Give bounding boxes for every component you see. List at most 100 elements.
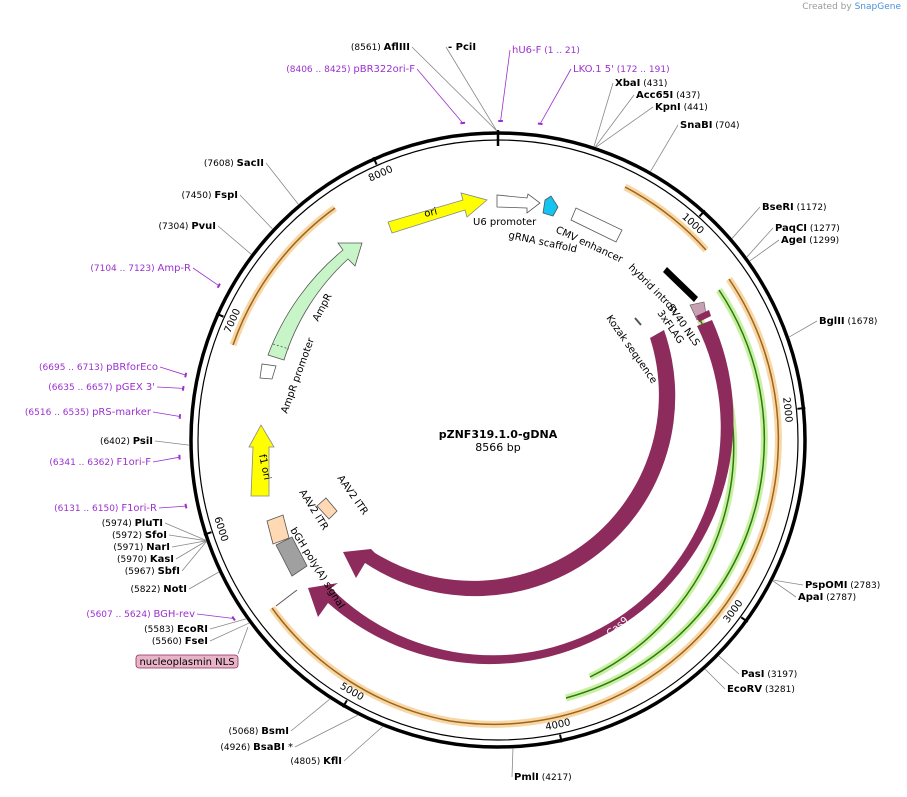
nucleoplasmin-nls-label: nucleoplasmin NLS bbox=[139, 657, 234, 668]
primer-range: (6131 .. 6150) bbox=[54, 504, 121, 514]
site-name: AgeI bbox=[781, 235, 806, 246]
site-position: (3197) bbox=[764, 670, 797, 680]
site-position: (5971) bbox=[113, 543, 146, 553]
primer-label[interactable]: (7104 .. 7123) Amp-R bbox=[90, 263, 191, 274]
restriction-site-label[interactable]: (5822) NotI bbox=[130, 584, 187, 595]
site-name: NotI bbox=[163, 584, 187, 595]
primer-name: pGEX 3' bbox=[115, 382, 155, 393]
restriction-site-label[interactable]: (5974) PluTI bbox=[102, 518, 163, 529]
site-name: KasI bbox=[150, 554, 174, 565]
site-name: BseRI bbox=[762, 202, 794, 213]
cmv-enhancer-box bbox=[570, 207, 623, 243]
site-name: PaqCI bbox=[775, 223, 807, 234]
restriction-site-label[interactable]: PasI (3197) bbox=[741, 669, 797, 680]
restriction-site-label[interactable]: (5967) SbfI bbox=[125, 566, 180, 577]
restriction-site-label[interactable]: (5970) KasI bbox=[117, 554, 174, 565]
restriction-site-label[interactable]: KpnI (441) bbox=[655, 102, 708, 113]
restriction-site-label[interactable]: XbaI (431) bbox=[615, 78, 667, 89]
primer-name: pBRforEco bbox=[106, 362, 158, 373]
primer-binding-mark bbox=[460, 121, 466, 125]
restriction-site-label[interactable]: EcoRV (3281) bbox=[727, 684, 795, 695]
restriction-site-label[interactable]: (5583) EcoRI bbox=[144, 624, 208, 635]
restriction-site-label[interactable]: AgeI (1299) bbox=[781, 235, 839, 246]
restriction-site-label[interactable]: BseRI (1172) bbox=[762, 202, 827, 213]
site-name: XbaI bbox=[615, 78, 640, 89]
primer-label[interactable]: (6516 .. 6535) pRS-marker bbox=[25, 407, 152, 418]
primer-label[interactable]: (6341 .. 6362) F1ori-F bbox=[49, 457, 151, 468]
u6-promoter-label: U6 promoter bbox=[473, 217, 537, 228]
restriction-site-label[interactable]: (8561) AflIII bbox=[351, 42, 410, 53]
site-leader-line bbox=[718, 655, 740, 675]
primer-label[interactable]: (5607 .. 5624) BGH-rev bbox=[86, 609, 195, 620]
primer-binding-mark bbox=[231, 615, 236, 621]
primer-leader-line bbox=[196, 613, 234, 619]
primer-leader-line bbox=[152, 456, 180, 463]
primer-label[interactable]: (6131 .. 6150) F1ori-R bbox=[54, 503, 157, 514]
restriction-site-label[interactable]: (7304) PvuI bbox=[159, 221, 216, 232]
site-name: EcoRV bbox=[727, 684, 762, 695]
restriction-site-label[interactable]: PaqCI (1277) bbox=[775, 223, 840, 234]
restriction-site-label[interactable]: (7608) SacII bbox=[204, 158, 264, 169]
primer-label[interactable]: (6635 .. 6657) pGEX 3' bbox=[48, 382, 155, 393]
site-name: Acc65I bbox=[636, 90, 673, 101]
site-leader-line bbox=[171, 540, 207, 548]
primer-label[interactable]: (8406 .. 8425) pBR322ori-F bbox=[286, 64, 415, 75]
3xflag-bar bbox=[696, 310, 711, 322]
scale-tick bbox=[342, 699, 348, 708]
restriction-site-label[interactable]: Acc65I (437) bbox=[636, 90, 700, 101]
snapgene-credit: Created by SnapGene bbox=[802, 2, 901, 12]
restriction-site-label[interactable]: (5971) NarI bbox=[113, 542, 170, 553]
scale-tick bbox=[559, 734, 563, 743]
site-name: BsaBI bbox=[253, 742, 285, 753]
bgh-pointer-line bbox=[275, 589, 298, 607]
primer-label[interactable]: (6695 .. 6713) pBRforEco bbox=[39, 362, 158, 373]
ampr-arrow bbox=[267, 242, 363, 361]
site-leader-line bbox=[593, 82, 614, 147]
site-leader-line bbox=[209, 622, 250, 642]
site-position: (5974) bbox=[102, 519, 135, 529]
restriction-site-label[interactable]: BglII (1678) bbox=[819, 316, 877, 327]
site-leader-line bbox=[164, 522, 206, 541]
restriction-site-label[interactable]: (7450) FspI bbox=[182, 190, 238, 201]
primer-label[interactable]: hU6-F (1 .. 21) bbox=[512, 45, 580, 56]
scale-tick bbox=[797, 406, 806, 410]
restriction-site-label[interactable]: PmlI (4217) bbox=[514, 772, 572, 783]
site-leader-line bbox=[749, 239, 780, 262]
primer-label[interactable]: LKO.1 5' (172 .. 191) bbox=[573, 64, 670, 75]
primer-range: (6695 .. 6713) bbox=[39, 363, 106, 373]
primer-range: (172 .. 191) bbox=[614, 65, 670, 75]
site-position: (5560) bbox=[152, 637, 185, 647]
restriction-site-label[interactable]: (4926) BsaBI * bbox=[220, 742, 293, 753]
site-position: (8561) bbox=[351, 43, 384, 53]
primer-range: (6516 .. 6535) bbox=[25, 408, 92, 418]
plasmid-length: 8566 bp bbox=[475, 441, 520, 454]
ampr-inner-divider bbox=[272, 343, 290, 350]
primer-range: (6341 .. 6362) bbox=[49, 458, 116, 468]
restriction-site-label[interactable]: (5972) SfoI bbox=[112, 530, 167, 541]
primer-range: (7104 .. 7123) bbox=[90, 264, 157, 274]
restriction-site-label[interactable]: - PciI bbox=[448, 42, 476, 53]
site-name: PsiI bbox=[133, 436, 153, 447]
site-position: (5967) bbox=[125, 567, 158, 577]
scale-tick-label: 2000 bbox=[780, 397, 794, 423]
restriction-site-label[interactable]: SnaBI (704) bbox=[680, 120, 739, 131]
primer-name: F1ori-F bbox=[117, 457, 152, 468]
site-name: - PciI bbox=[448, 42, 476, 53]
site-name: SacII bbox=[237, 158, 264, 169]
restriction-site-label[interactable]: PspOMI (2783) bbox=[805, 580, 880, 591]
site-leader-line bbox=[650, 124, 679, 172]
site-position: (1299) bbox=[806, 236, 839, 246]
scale-tick-label: 8000 bbox=[367, 164, 395, 184]
restriction-site-label[interactable]: (4805) KflI bbox=[290, 756, 342, 767]
restriction-site-label[interactable]: ApaI (2787) bbox=[798, 592, 856, 603]
restriction-site-label[interactable]: (5068) BsmI bbox=[228, 726, 289, 737]
site-name: KflI bbox=[323, 756, 342, 767]
restriction-site-label[interactable]: (6402) PsiI bbox=[100, 436, 153, 447]
restriction-site-label[interactable]: (5560) FseI bbox=[152, 636, 208, 647]
snapgene-logo: SnapGene bbox=[854, 2, 901, 12]
primer-leader-line bbox=[152, 411, 180, 417]
site-leader-line bbox=[217, 225, 252, 255]
primer-name: Amp-R bbox=[158, 263, 192, 274]
site-name: SfoI bbox=[145, 530, 167, 541]
